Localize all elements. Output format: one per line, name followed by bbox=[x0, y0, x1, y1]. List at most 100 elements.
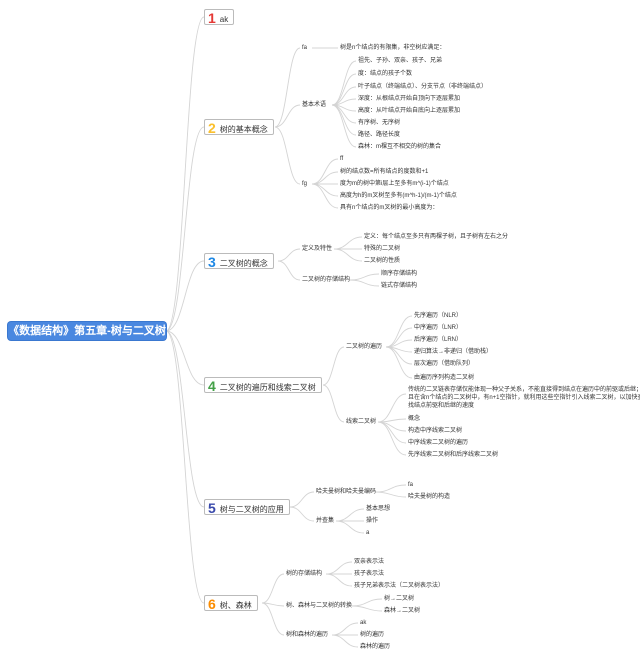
branch-label: 树的基本概念 bbox=[219, 125, 268, 134]
term-item[interactable]: 路径、路径长度 bbox=[358, 132, 401, 138]
connector bbox=[377, 421, 407, 456]
treestorage-item[interactable]: 孩子兄弟表示法（二叉树表示法） bbox=[354, 583, 445, 589]
connector bbox=[277, 260, 301, 281]
branch-label: 二叉树的概念 bbox=[219, 259, 268, 268]
connector bbox=[322, 346, 345, 386]
storage-item[interactable]: 顺序存储结构 bbox=[381, 271, 418, 277]
conversion-item[interactable]: 树→二叉树 bbox=[384, 596, 415, 602]
root-topic[interactable]: 《数据结构》第五章-树与二叉树 bbox=[8, 322, 166, 340]
traversal-item[interactable]: 后序遍历（LRN） bbox=[414, 337, 463, 343]
traversal-item[interactable]: 层次遍历（借助队列） bbox=[414, 361, 475, 367]
connector bbox=[165, 330, 205, 508]
connector bbox=[325, 561, 353, 575]
term-item[interactable]: 森林：m棵互不相交的树的集合 bbox=[358, 144, 441, 150]
node-tree-definition[interactable]: 树是n个结点的有限集，非空树应满足： bbox=[340, 45, 446, 51]
connector bbox=[165, 330, 205, 386]
traversal-item[interactable]: 由遍历序列构造二叉树 bbox=[414, 375, 475, 381]
branch-number: 2 bbox=[208, 120, 216, 136]
storage-item[interactable]: 链式存储结构 bbox=[381, 283, 418, 289]
branch-number: 6 bbox=[208, 596, 216, 612]
treestorage-item[interactable]: 双亲表示法 bbox=[354, 559, 385, 565]
connector bbox=[261, 573, 285, 604]
fg-item[interactable]: ff bbox=[340, 156, 344, 162]
node-tree-forest-traversal[interactable]: 树和森林的遍历 bbox=[286, 632, 329, 638]
node-threaded-tree[interactable]: 线索二叉树 bbox=[346, 419, 377, 425]
node-conversion[interactable]: 树、森林与二叉树的转换 bbox=[286, 603, 353, 609]
node-fa[interactable]: fa bbox=[302, 45, 308, 51]
connector bbox=[325, 573, 353, 587]
forest-traversal-item[interactable]: ak bbox=[360, 620, 367, 626]
def-item[interactable]: 定义：每个结点至多只有两棵子树，且子树有左右之分 bbox=[364, 234, 509, 240]
connector bbox=[349, 273, 380, 281]
fg-item[interactable]: 具有n个结点的m叉树的最小高度为： bbox=[340, 205, 439, 211]
term-item[interactable]: 度：结点的孩子个数 bbox=[358, 71, 413, 77]
connector bbox=[375, 484, 407, 493]
term-item[interactable]: 高度：从叶结点开始自底向上逐层累加 bbox=[358, 108, 461, 114]
connector bbox=[349, 279, 380, 287]
connector bbox=[333, 236, 363, 250]
connector bbox=[165, 126, 205, 332]
node-definition-properties[interactable]: 定义及特性 bbox=[302, 246, 333, 252]
connector bbox=[311, 183, 339, 209]
huffman-item[interactable]: 哈夫曼树的构造 bbox=[408, 494, 451, 500]
def-item[interactable]: 特殊的二叉树 bbox=[364, 246, 401, 252]
node-traversal[interactable]: 二叉树的遍历 bbox=[346, 344, 383, 350]
branch-label: 二叉树的遍历和线索二叉树 bbox=[219, 383, 316, 392]
branch-number: 3 bbox=[208, 254, 216, 270]
traversal-item[interactable]: 中序遍历（LNR） bbox=[414, 325, 463, 331]
connector bbox=[377, 421, 407, 444]
connector bbox=[331, 60, 357, 106]
fg-item[interactable]: 度为m的树中第i层上至多有m^(i-1)个结点 bbox=[340, 181, 449, 187]
fg-item[interactable]: 树的结点数=所有结点的度数和+1 bbox=[340, 169, 429, 175]
term-item[interactable]: 叶子结点（终端结点）、分支节点（非终端结点） bbox=[358, 84, 488, 90]
node-union-find[interactable]: 并查集 bbox=[316, 518, 335, 524]
huffman-item[interactable]: fa bbox=[408, 482, 414, 488]
fg-item[interactable]: 高度为h的m叉树至多有(m^h-1)/(m-1)个结点 bbox=[340, 193, 457, 199]
connector bbox=[311, 158, 339, 185]
connector bbox=[377, 418, 407, 423]
thread-item-description[interactable]: 传统的二叉链表存储仅能体现一种父子关系，不能直接得到结点在遍历中的前驱或后继；且… bbox=[408, 387, 640, 409]
connector bbox=[385, 346, 413, 379]
thread-item[interactable]: 构造中序线索二叉树 bbox=[408, 428, 463, 434]
connector bbox=[331, 104, 357, 148]
connector bbox=[331, 634, 359, 648]
connector bbox=[274, 47, 301, 128]
forest-traversal-item[interactable]: 树的遍历 bbox=[360, 632, 385, 638]
branch-label: ak bbox=[219, 15, 229, 24]
term-item[interactable]: 祖先、子孙、双亲、孩子、兄弟 bbox=[358, 58, 443, 64]
connector bbox=[335, 508, 365, 522]
branch-number: 5 bbox=[208, 500, 216, 516]
conversion-item[interactable]: 森林→二叉树 bbox=[384, 608, 421, 614]
node-huffman[interactable]: 哈夫曼树和哈夫曼编码 bbox=[316, 489, 377, 495]
unionfind-item[interactable]: a bbox=[366, 530, 370, 536]
connector bbox=[277, 248, 301, 262]
node-basic-terms[interactable]: 基本术语 bbox=[302, 102, 327, 108]
term-item[interactable]: 深度：从根结点开始自顶向下逐层累加 bbox=[358, 96, 461, 102]
term-item[interactable]: 有序树、无序树 bbox=[358, 120, 401, 126]
connector bbox=[375, 491, 407, 498]
unionfind-item[interactable]: 操作 bbox=[366, 518, 379, 524]
forest-traversal-item[interactable]: 森林的遍历 bbox=[360, 644, 391, 650]
traversal-item[interactable]: 递归算法→非递归（借助栈） bbox=[414, 349, 493, 355]
connector bbox=[261, 602, 285, 607]
connector bbox=[274, 104, 301, 128]
node-storage-structure[interactable]: 二叉树的存储结构 bbox=[302, 277, 351, 283]
thread-item[interactable]: 先序线索二叉树和后序线索二叉树 bbox=[408, 452, 499, 458]
connector bbox=[331, 73, 357, 106]
thread-item[interactable]: 概念 bbox=[408, 416, 421, 422]
def-item[interactable]: 二叉树的性质 bbox=[364, 258, 401, 264]
connector bbox=[311, 183, 339, 197]
node-tree-storage[interactable]: 树的存储结构 bbox=[286, 571, 323, 577]
unionfind-item[interactable]: 基本思想 bbox=[366, 506, 391, 512]
traversal-item[interactable]: 先序遍历（NLR） bbox=[414, 313, 463, 319]
connector bbox=[322, 384, 345, 423]
treestorage-item[interactable]: 孩子表示法 bbox=[354, 571, 385, 577]
thread-item[interactable]: 中序线索二叉树的遍历 bbox=[408, 440, 469, 446]
node-fg[interactable]: fg bbox=[302, 181, 308, 187]
